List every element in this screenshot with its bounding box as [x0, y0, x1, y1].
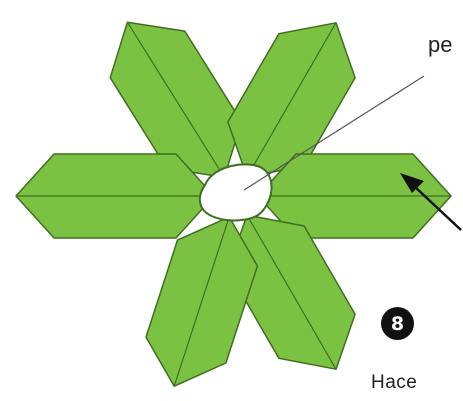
- step-number-badge: 8: [381, 307, 414, 340]
- label-top: pe: [428, 32, 452, 58]
- label-bottom: Hace: [371, 372, 417, 394]
